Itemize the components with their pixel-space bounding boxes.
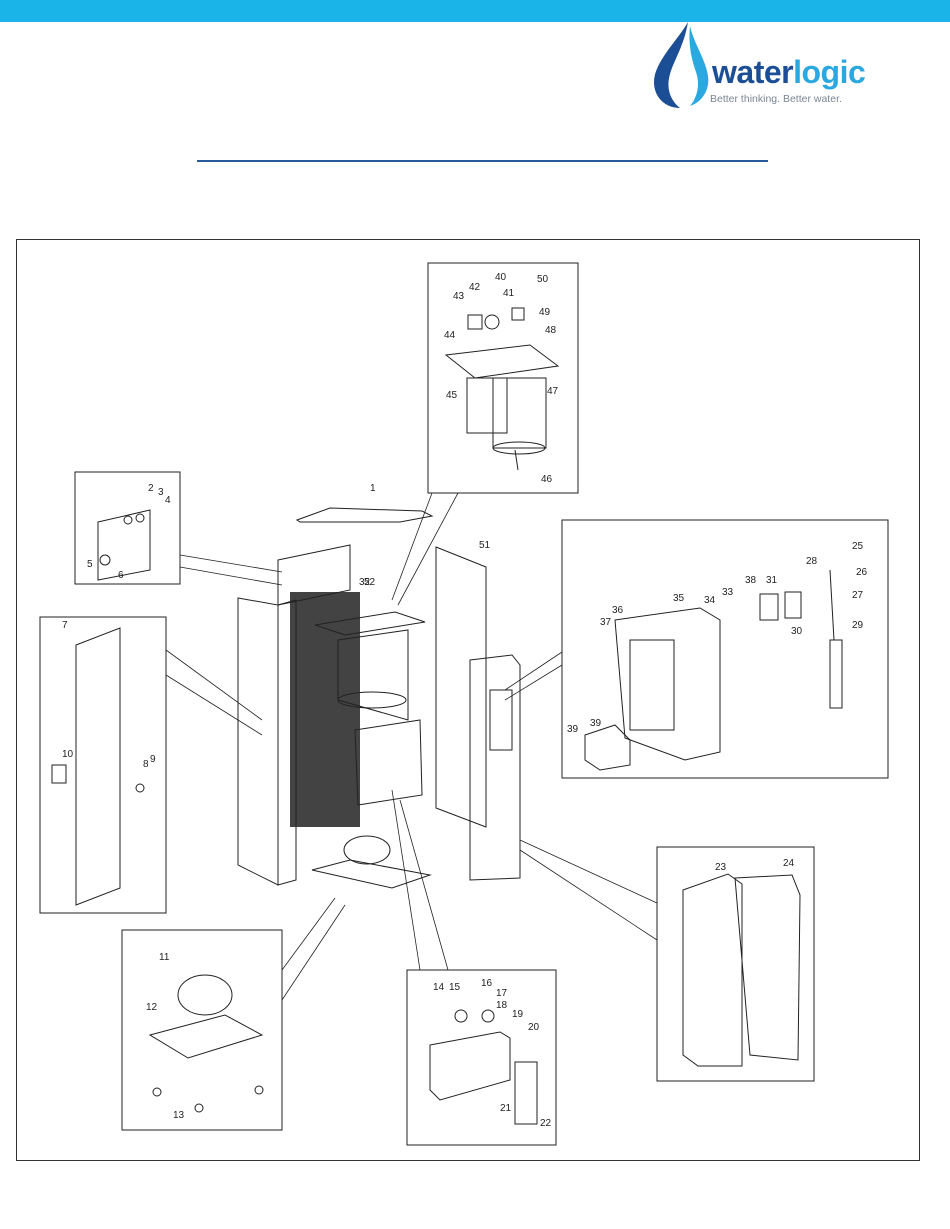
part-label-42: 42 (469, 282, 481, 293)
part-label-29: 29 (852, 620, 864, 631)
leader-lines (166, 493, 657, 1000)
part-label-34: 34 (704, 595, 716, 606)
inset-dispense-assembly (562, 520, 888, 778)
part-label-41: 41 (503, 288, 515, 299)
part-label-47: 47 (547, 386, 559, 397)
part-label-27: 27 (852, 590, 864, 601)
part-label-19: 19 (512, 1009, 524, 1020)
part-label-39a: 39 (590, 718, 602, 729)
part-label-33: 33 (722, 587, 734, 598)
part-label-51: 51 (479, 540, 491, 551)
part-label-11: 11 (159, 952, 170, 963)
compressor (344, 836, 390, 864)
part-label-5: 5 (87, 559, 93, 570)
front-door-drawing (683, 874, 800, 1066)
part-label-52: 52 (364, 577, 376, 588)
part-label-30: 30 (791, 626, 803, 637)
part-label-22: 22 (540, 1118, 552, 1129)
part-label-38: 38 (745, 575, 757, 586)
part-label-25: 25 (852, 541, 864, 552)
filter-head-drawing (446, 308, 558, 470)
side-panel-51 (436, 547, 486, 827)
part-label-44: 44 (444, 330, 456, 341)
part-label-17: 17 (496, 988, 508, 999)
part-label-16: 16 (481, 978, 493, 989)
hot-tank-bracket (355, 720, 422, 805)
part-label-48: 48 (545, 325, 557, 336)
part-label-39b: 39 (567, 724, 579, 735)
top-cover (297, 508, 432, 522)
part-label-2: 2 (148, 483, 154, 494)
part-label-20: 20 (528, 1022, 540, 1033)
part-label-15: 15 (449, 982, 461, 993)
part-label-8: 8 (143, 759, 149, 770)
part-label-14: 14 (433, 982, 445, 993)
part-label-9: 9 (150, 754, 156, 765)
part-label-21: 21 (500, 1103, 512, 1114)
compressor-drawing (150, 975, 263, 1112)
inset-tank-bracket (407, 970, 556, 1145)
part-label-7: 7 (62, 620, 68, 631)
part-label-36: 36 (612, 605, 624, 616)
part-label-35: 35 (673, 593, 685, 604)
part-label-45: 45 (446, 390, 458, 401)
side-panel-drawing (52, 628, 144, 905)
part-label-6: 6 (118, 570, 124, 581)
part-label-49: 49 (539, 307, 551, 318)
left-side-panel (238, 598, 278, 885)
part-label-18: 18 (496, 1000, 508, 1011)
part-label-1: 1 (370, 483, 376, 494)
part-label-26: 26 (856, 567, 868, 578)
part-label-46: 46 (541, 474, 553, 485)
part-label-23: 23 (715, 862, 727, 873)
tank-bracket-drawing (430, 1010, 537, 1124)
part-label-10: 10 (62, 749, 74, 760)
front-dispense-panel (470, 655, 520, 880)
part-label-37: 37 (600, 617, 612, 628)
control-panel-drawing (98, 510, 150, 580)
part-label-31: 31 (766, 575, 778, 586)
part-label-28: 28 (806, 556, 818, 567)
part-label-43: 43 (453, 291, 465, 302)
part-label-24: 24 (783, 858, 795, 869)
inset-compressor (122, 930, 282, 1130)
part-label-3: 3 (158, 487, 164, 498)
condenser-coil (290, 592, 360, 827)
part-label-40: 40 (495, 272, 507, 283)
part-label-4: 4 (165, 495, 171, 506)
part-labels: 1 2 3 4 5 6 7 8 9 10 11 12 13 14 15 16 1… (62, 272, 868, 1129)
part-label-50: 50 (537, 274, 549, 285)
part-label-12: 12 (146, 1002, 158, 1013)
main-unit-assembly (238, 508, 520, 888)
part-label-13: 13 (173, 1110, 185, 1121)
